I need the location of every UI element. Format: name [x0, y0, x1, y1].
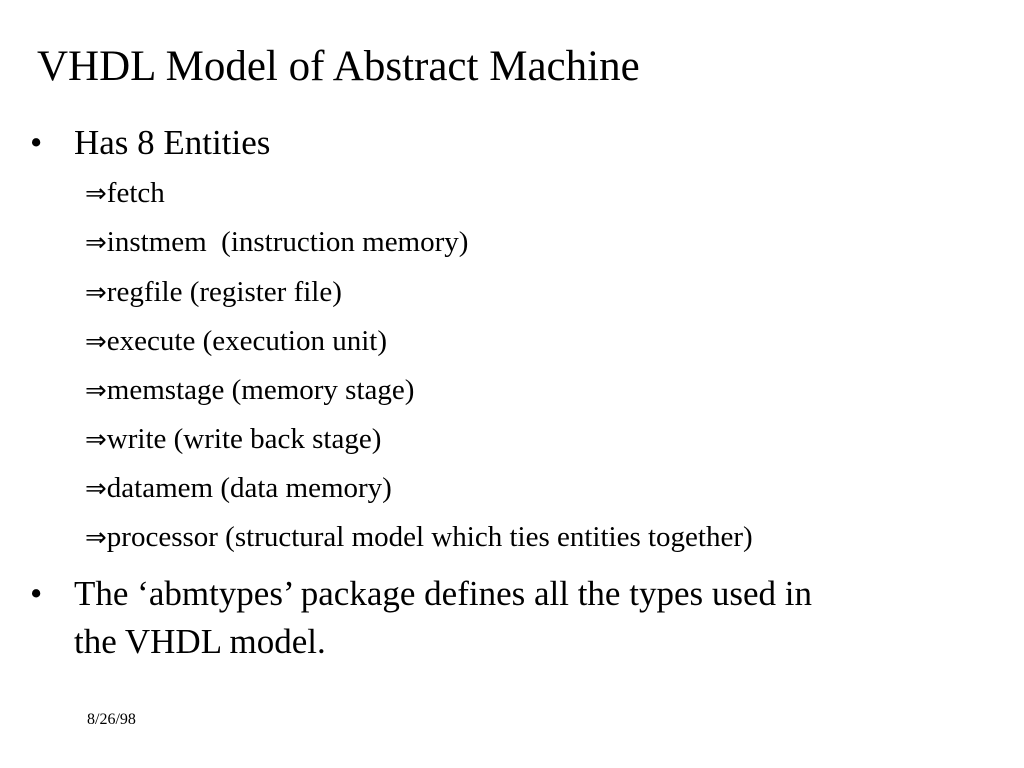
implies-arrow-icon: ⇒ — [85, 278, 107, 308]
entity-text: processor (structural model which ties e… — [106, 521, 753, 553]
bullet-text-line1: The ‘abmtypes’ package defines all the t… — [74, 574, 812, 613]
slide-date: 8/26/98 — [87, 711, 136, 728]
implies-arrow-icon: ⇒ — [85, 523, 107, 553]
bullet-text-line2: the VHDL model. — [74, 622, 326, 661]
entity-item: ⇒fetch — [85, 169, 165, 219]
entity-item: ⇒memstage (memory stage) — [85, 366, 414, 416]
implies-arrow-icon: ⇒ — [85, 327, 107, 357]
implies-arrow-icon: ⇒ — [85, 425, 107, 455]
entity-item: ⇒write (write back stage) — [85, 415, 381, 465]
implies-arrow-icon: ⇒ — [85, 228, 107, 258]
entity-text: memstage (memory stage) — [106, 374, 415, 406]
bullet-icon: • — [30, 123, 43, 162]
entity-text: datamem (data memory) — [106, 472, 392, 504]
entity-text: write (write back stage) — [106, 423, 382, 455]
entity-text: fetch — [106, 177, 165, 209]
bullet-icon: • — [30, 574, 43, 613]
implies-arrow-icon: ⇒ — [85, 474, 107, 504]
slide-title: VHDL Model of Abstract Machine — [37, 43, 640, 90]
entity-text: regfile (register file) — [106, 276, 342, 308]
bullet-entities: • Has 8 Entities — [30, 119, 270, 167]
entity-item: ⇒processor (structural model which ties … — [85, 513, 753, 563]
entity-text: execute (execution unit) — [106, 325, 387, 357]
entity-item: ⇒instmem (instruction memory) — [85, 218, 468, 268]
implies-arrow-icon: ⇒ — [85, 376, 107, 406]
entity-item: ⇒datamem (data memory) — [85, 464, 392, 514]
implies-arrow-icon: ⇒ — [85, 179, 107, 209]
bullet-abmtypes: • The ‘abmtypes’ package defines all the … — [30, 570, 812, 618]
bullet-abmtypes-continuation: the VHDL model. — [74, 618, 326, 666]
entity-text: instmem (instruction memory) — [106, 226, 469, 258]
entity-item: ⇒execute (execution unit) — [85, 317, 387, 367]
bullet-text: Has 8 Entities — [74, 123, 271, 162]
entity-item: ⇒regfile (register file) — [85, 268, 342, 318]
